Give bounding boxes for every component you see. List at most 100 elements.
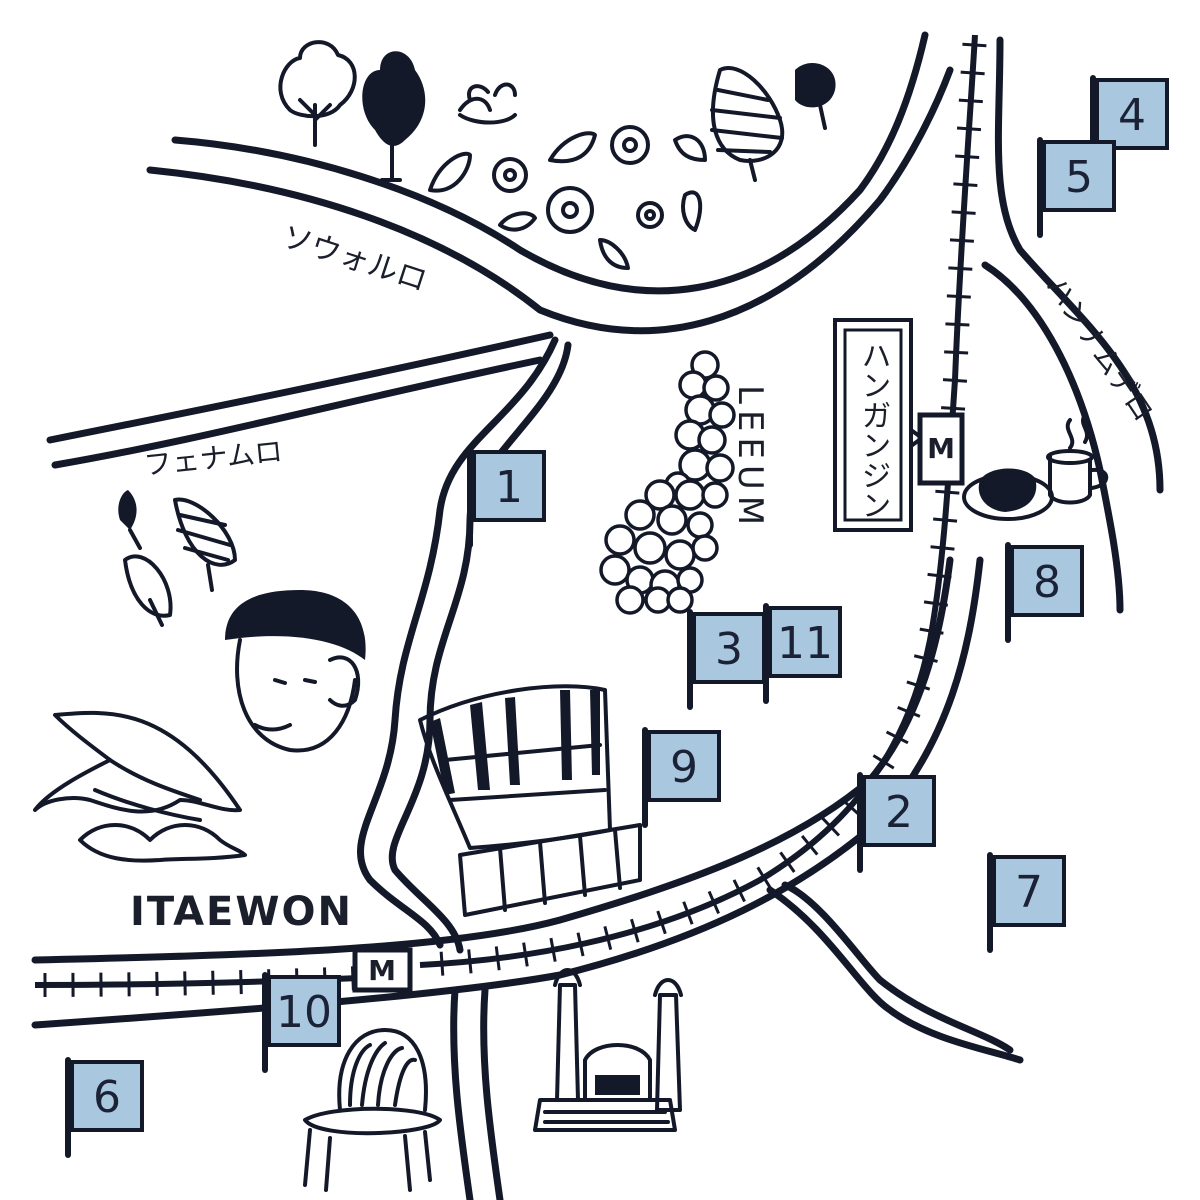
metro-symbol-hangangjin: M xyxy=(927,432,955,465)
tent-wings-icon xyxy=(33,710,247,863)
leeum-bubble xyxy=(678,370,708,400)
leeum-bubble xyxy=(674,479,706,511)
marker-flag xyxy=(1042,140,1116,212)
railway-gyeongui-line xyxy=(419,34,978,968)
rail-tick xyxy=(956,126,982,132)
marker-flag xyxy=(70,1060,144,1132)
rail-tick xyxy=(467,949,473,974)
marker-number: 5 xyxy=(1065,152,1093,203)
marker-5[interactable]: 5 xyxy=(1037,137,1116,238)
marker-flag xyxy=(1010,545,1084,617)
marker-7[interactable]: 7 xyxy=(987,852,1066,953)
marker-flag xyxy=(1095,78,1169,150)
south-road-2 xyxy=(480,986,504,1200)
leeum-museum-icon xyxy=(599,350,736,615)
marker-flag xyxy=(992,855,1066,927)
marker-number: 6 xyxy=(93,1072,121,1123)
leeum-bubble xyxy=(708,401,736,429)
rail-tick xyxy=(930,545,955,551)
lower-right-road xyxy=(781,881,1014,1054)
metro-hangangjin: M xyxy=(917,412,965,486)
marker-number: 3 xyxy=(715,624,743,675)
leeum-bubble xyxy=(604,524,636,556)
rail-tick xyxy=(953,182,978,187)
marker-number: 7 xyxy=(1015,867,1043,918)
marker-number: 2 xyxy=(885,787,913,838)
rail-tick xyxy=(576,932,585,957)
rail-tick xyxy=(732,879,746,903)
rail-tick xyxy=(933,517,958,523)
district-label-itaewon: ITAEWON xyxy=(130,889,353,935)
rail-tick xyxy=(239,970,243,995)
leeum-bubble xyxy=(697,425,727,455)
leeum-bubble xyxy=(686,511,714,539)
itaewon-ro-road xyxy=(31,556,954,964)
marker-flag xyxy=(267,975,341,1047)
marker-number: 10 xyxy=(276,987,332,1038)
marker-4[interactable]: 4 xyxy=(1090,75,1169,176)
rail-tick xyxy=(906,680,931,691)
hannam-daero-road xyxy=(994,36,1164,494)
rail-tick xyxy=(951,210,976,215)
station-sign xyxy=(833,318,924,532)
marker-flag xyxy=(768,606,842,678)
rail-tick xyxy=(840,797,861,816)
map-markers: 1 2 3 45 6 7 8 9 10 11 xyxy=(65,75,1169,1158)
rail-tick xyxy=(935,489,960,495)
metro-symbol-itaewon: M xyxy=(368,954,396,987)
leeum-bubble xyxy=(701,481,729,509)
leeum-bubble xyxy=(691,534,719,562)
marker-flag xyxy=(472,450,546,522)
rail-tick xyxy=(960,70,985,76)
man-portrait-icon xyxy=(225,590,366,753)
marker-11[interactable]: 11 xyxy=(763,603,842,704)
rail-tick xyxy=(919,627,944,635)
marker-number: 4 xyxy=(1118,90,1146,141)
rail-tick xyxy=(949,238,975,243)
rail-tick xyxy=(944,350,969,355)
rail-tick xyxy=(707,890,720,915)
marker-flag xyxy=(862,775,936,847)
hoenam-ro-road-lower xyxy=(51,356,544,469)
leeum-bubble xyxy=(615,585,645,615)
rail-ticks xyxy=(43,42,987,997)
lower-right-road-inner xyxy=(766,886,1024,1064)
rail-tick xyxy=(948,266,973,271)
rail-tick xyxy=(942,378,968,383)
rail-tick xyxy=(183,971,187,996)
metro-itaewon: M xyxy=(352,947,413,993)
rail-tick xyxy=(439,951,445,976)
marker-2[interactable]: 2 xyxy=(857,772,936,873)
leeum-bubble xyxy=(599,554,631,586)
rail-tick xyxy=(872,754,895,770)
leeum-bubble xyxy=(705,453,735,483)
rail-tick xyxy=(946,294,971,299)
marker-number: 11 xyxy=(777,618,833,669)
chair-icon xyxy=(303,1028,442,1192)
rail-tick xyxy=(941,406,966,411)
rail-tick xyxy=(955,154,980,160)
marker-3[interactable]: 3 xyxy=(687,609,766,710)
rail-tick xyxy=(945,322,970,327)
marker-6[interactable]: 6 xyxy=(65,1057,144,1158)
marker-number: 9 xyxy=(670,742,698,793)
rail-tick xyxy=(549,937,557,962)
railways xyxy=(34,34,987,997)
marker-9[interactable]: 9 xyxy=(642,727,721,828)
leeum-bubble xyxy=(644,479,676,511)
roads xyxy=(31,31,1164,1200)
rail-tick xyxy=(756,866,772,889)
hoenam-ro-road xyxy=(46,331,554,444)
marker-number: 1 xyxy=(495,462,523,513)
cookies-plate-icon xyxy=(962,468,1054,521)
leaves-icon xyxy=(118,490,237,627)
leeum-bubble xyxy=(664,539,696,571)
marker-1[interactable]: 1 xyxy=(467,447,546,548)
marker-10[interactable]: 10 xyxy=(262,972,341,1073)
marker-flag xyxy=(647,730,721,802)
marker-8[interactable]: 8 xyxy=(1005,542,1084,643)
trees-and-flowers-icon xyxy=(278,40,836,270)
rail-tick xyxy=(962,42,987,48)
rail-tick xyxy=(603,926,613,951)
